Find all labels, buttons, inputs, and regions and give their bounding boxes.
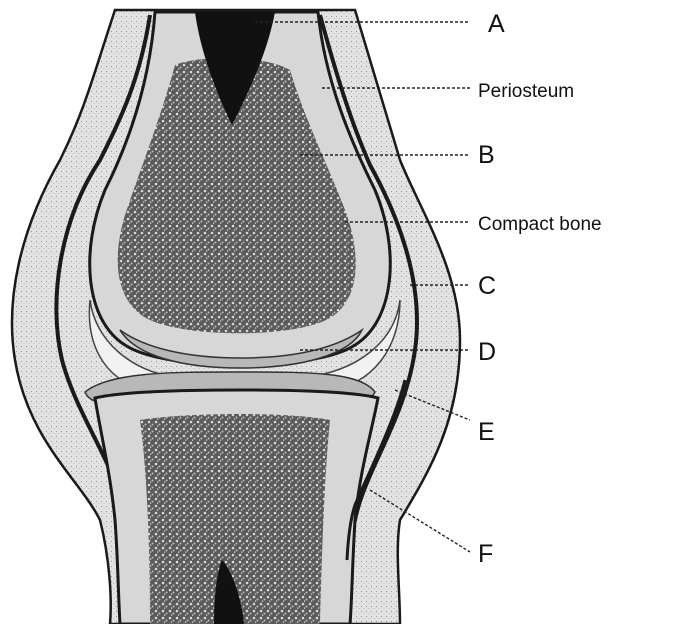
label-a: A: [488, 10, 505, 38]
label-c: C: [478, 272, 496, 300]
label-e: E: [478, 418, 495, 446]
label-d: D: [478, 338, 496, 366]
label-f: F: [478, 540, 493, 568]
label-compact-bone: Compact bone: [478, 214, 602, 235]
label-periosteum: Periosteum: [478, 81, 574, 102]
label-b: B: [478, 141, 495, 169]
